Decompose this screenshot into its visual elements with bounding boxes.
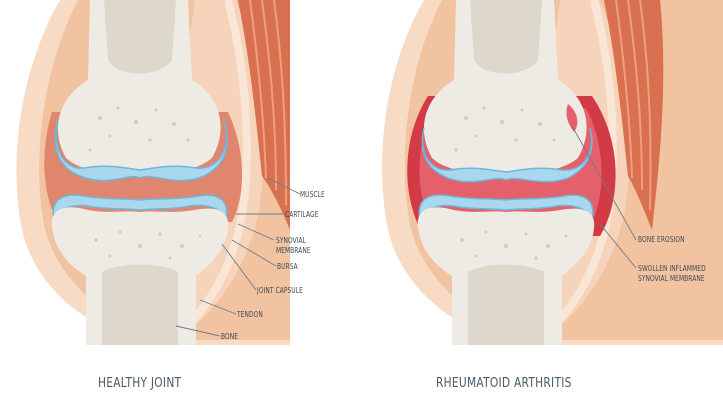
label-tendon: TENDON xyxy=(237,310,263,320)
label-swollen-2: SYNOVIAL MEMBRANE xyxy=(638,274,705,284)
label-bone: BONE xyxy=(221,332,238,342)
caption-healthy-joint: HEALTHY JOINT xyxy=(98,376,181,391)
arthritis-joint xyxy=(382,0,723,345)
healthy-joint xyxy=(16,0,290,345)
label-bursa: BURSA xyxy=(277,262,298,272)
caption-rheumatoid-arthritis: RHEUMATOID ARTHRITIS xyxy=(436,376,572,391)
label-synovial-2: MEMBRANE xyxy=(276,246,311,256)
label-synovial-1: SYNOVIAL xyxy=(276,236,306,246)
label-muscle: MUSCLE xyxy=(300,190,325,200)
label-bone-erosion: BONE EROSION xyxy=(638,235,685,245)
label-joint-capsule: JOINT CAPSULE xyxy=(257,286,303,296)
label-cartilage: CARTILAGE xyxy=(285,210,319,220)
label-swollen-1: SWOLLEN INFLAMMED xyxy=(638,264,706,274)
